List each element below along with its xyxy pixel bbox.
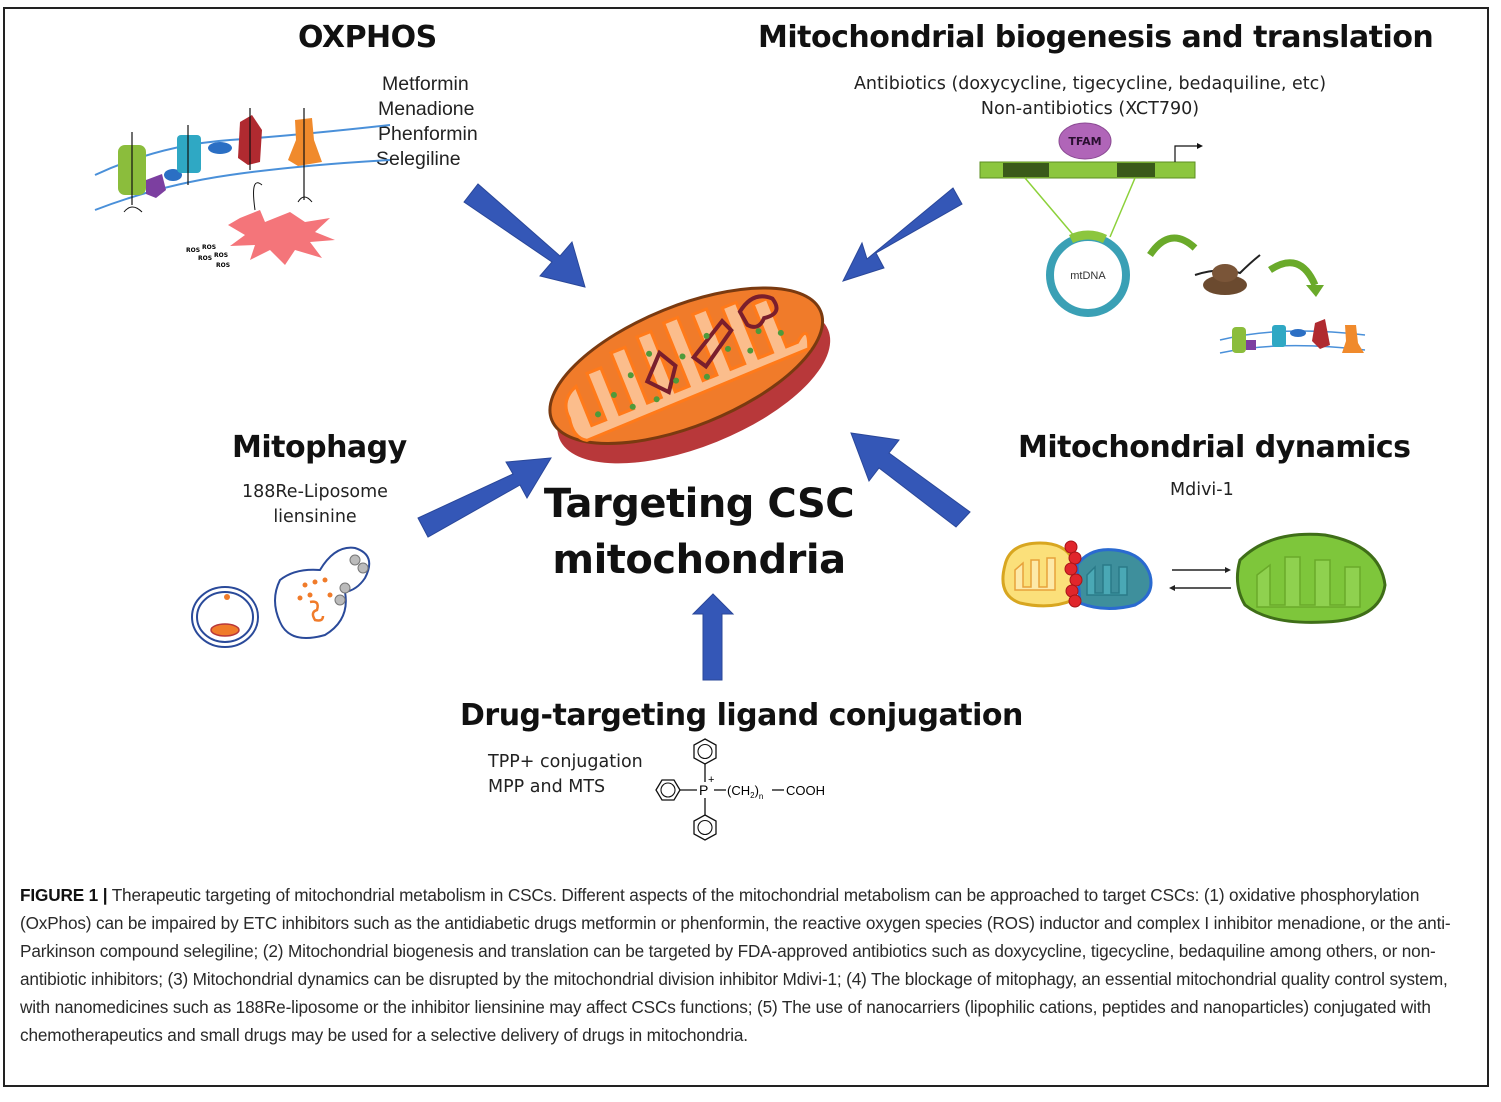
arrows-layer: [417, 183, 971, 681]
lysosome-enzymes: [334, 554, 369, 606]
mtdna-transcription-diagram: TFAM mtDNA: [979, 122, 1203, 317]
tfam-protein-icon: [1058, 122, 1112, 160]
coq-icon: [164, 169, 182, 181]
drug-188re-liposome: 188Re-Liposome: [242, 482, 388, 502]
phenyl-ring-top-icon: [693, 738, 717, 765]
ligand-drug-list: TPP+ conjugation MPP and MTS: [488, 750, 643, 800]
mito-cristae: [564, 296, 811, 442]
autophagosome-icon: [191, 586, 259, 648]
drug-selegiline: Selegiline: [376, 148, 461, 170]
tfam-label: TFAM: [1068, 135, 1101, 148]
green-curved-arrow-icon: [1147, 234, 1198, 258]
etc-membrane-diagram: ROS ROS ROS ROS ROS: [94, 108, 391, 269]
drug-menadione: Menadione: [378, 98, 475, 120]
phenyl-ring-left-icon: [655, 779, 681, 801]
arrow-mitophagy-to-center: [417, 457, 552, 538]
svg-text:(CH2)n: (CH2)n: [727, 783, 763, 801]
caption-label: FIGURE 1 |: [20, 885, 108, 905]
cyt-c-icon: [208, 142, 232, 154]
oxphos-title: OXPHOS: [298, 20, 437, 55]
svg-text:ROS: ROS: [198, 255, 212, 262]
figure-caption: FIGURE 1 | Therapeutic targeting of mito…: [20, 881, 1460, 1049]
drp1-ring-icon: [1064, 540, 1083, 608]
drug-phenformin: Phenformin: [378, 123, 478, 145]
matrix-granules: [595, 328, 784, 418]
biogenesis-drug-list: Antibiotics (doxycycline, tigecycline, b…: [770, 72, 1410, 122]
svg-text:ROS: ROS: [202, 244, 216, 251]
phenyl-ring-bottom-icon: [693, 814, 717, 841]
ligand-title: Drug-targeting ligand conjugation: [460, 698, 1023, 733]
drug-mpp-and-mts: MPP and MTS: [488, 777, 606, 797]
autophagosome-diagram: [191, 546, 371, 648]
drug-non-antibiotics: Non-antibiotics (XCT790): [980, 99, 1200, 119]
ribosome-icon: [1203, 275, 1247, 295]
svg-text:ROS: ROS: [214, 252, 228, 259]
drug-antibiotics: Antibiotics (doxycycline, tigecycline, b…: [853, 74, 1327, 94]
arrow-dynamics-to-center: [850, 432, 971, 528]
autolysosome-icon: [274, 546, 371, 639]
complex-v-atp-synthase-icon: [288, 118, 322, 166]
drug-liensinine: liensinine: [273, 507, 357, 527]
mitophagy-title: Mitophagy: [232, 430, 407, 465]
mtdna-loop: [644, 349, 678, 396]
ros-burst-icon: [228, 210, 335, 265]
membrane-inner-line: [94, 159, 391, 211]
caption-text: Therapeutic targeting of mitochondrial m…: [20, 885, 1451, 1045]
complex-ii-icon: [146, 174, 166, 198]
central-mitochondrion-icon: [548, 286, 831, 464]
phosphorus-atom: P: [699, 782, 708, 798]
center-title: Targeting CSC mitochondria: [540, 476, 858, 588]
fission-fusion-diagram: [1001, 532, 1387, 624]
center-title-line1: Targeting CSC: [543, 481, 855, 527]
complex-iii-icon: [177, 135, 201, 173]
biogenesis-title: Mitochondrial biogenesis and translation: [758, 20, 1434, 55]
oxphos-drug-list: Metformin Menadione Phenformin Selegilin…: [376, 72, 478, 172]
mtdna-label: mtDNA: [1070, 270, 1106, 282]
drug-metformin: Metformin: [382, 73, 469, 95]
svg-text:ROS: ROS: [216, 262, 230, 269]
green-curved-arrow-icon: [1268, 259, 1319, 287]
dynamics-title: Mitochondrial dynamics: [1018, 430, 1411, 465]
arrow-biogenesis-to-center: [842, 187, 963, 282]
figure-frame: [3, 7, 1489, 1087]
ros-label: ROS: [186, 247, 200, 254]
center-title-line2: mitochondria: [552, 537, 846, 583]
drug-tpp-conjugation: TPP+ conjugation: [488, 752, 643, 772]
transcription-start-arrow: [1174, 145, 1197, 162]
mitophagy-drug-list: 188Re-Liposome liensinine: [210, 480, 420, 530]
positive-charge: +: [708, 774, 714, 786]
arrow-oxphos-to-center: [463, 183, 586, 288]
tpp-structure-formula: P + (CH2)n COOH: [655, 738, 825, 841]
carboxyl-group: COOH: [786, 783, 825, 798]
arrow-ligand-to-center: [691, 593, 735, 681]
engulfed-mitochondrion-icon: [210, 623, 240, 637]
drug-mdivi-1: Mdivi-1: [1170, 480, 1234, 500]
translation-diagram: [1194, 254, 1366, 354]
